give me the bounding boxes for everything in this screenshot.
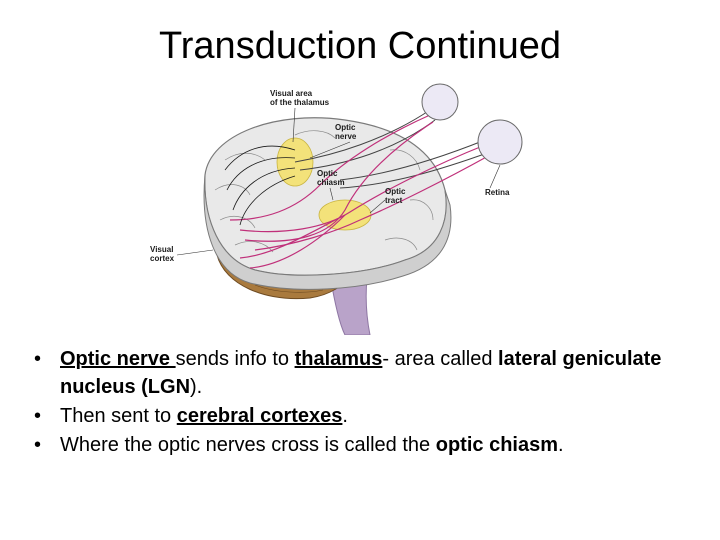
bullet-text-run: sends info to [175,348,295,370]
bullet-item-2: Where the optic nerves cross is called t… [30,431,700,459]
bullet-text-run: thalamus [294,348,383,370]
label-optic-tract-1: Optic [385,187,406,196]
label-visual-cortex-1: Visual [150,245,173,254]
eyeball-lower [477,119,523,165]
bullet-text-run: Then sent to [60,405,177,427]
bullet-item-1: Then sent to cerebral cortexes. [30,402,700,430]
bullet-text-run: ). [190,376,203,398]
visual-pathway-illustration: Visual area of the thalamus Optic nerve … [145,80,575,335]
brain-diagram: Visual area of the thalamus Optic nerve … [150,83,523,335]
bullet-text-run: - area called [382,348,499,370]
bullet-text-run: cerebral cortexes [176,405,343,427]
slide-title: Transduction Continued [158,25,562,67]
label-optic-tract-2: tract [385,196,403,205]
bullet-text-run: lateral geniculate nucleus (LGN [60,348,662,398]
label-optic-chiasm-1: Optic [317,169,338,178]
bullet-text-run: optic chiasm [435,434,558,456]
bullet-text-run: . [342,405,348,427]
bullet-list: Optic nerve sends info to thalamus- area… [30,345,700,460]
label-visual-area-1: Visual area [270,89,313,98]
label-retina: Retina [485,188,510,197]
eyeball-upper [421,83,459,121]
label-visual-cortex-2: cortex [150,254,175,263]
label-optic-chiasm-2: chiasm [317,178,345,187]
label-optic-nerve-2: nerve [335,132,357,141]
brainstem [329,274,371,335]
label-visual-area-2: of the thalamus [270,98,330,107]
bullet-text-run: Optic nerve [60,348,176,370]
bullet-text-run: . [558,434,564,456]
bullet-text-run: Where the optic nerves cross is called t… [60,434,436,456]
label-optic-nerve-1: Optic [335,123,356,132]
bullet-item-0: Optic nerve sends info to thalamus- area… [30,345,700,401]
